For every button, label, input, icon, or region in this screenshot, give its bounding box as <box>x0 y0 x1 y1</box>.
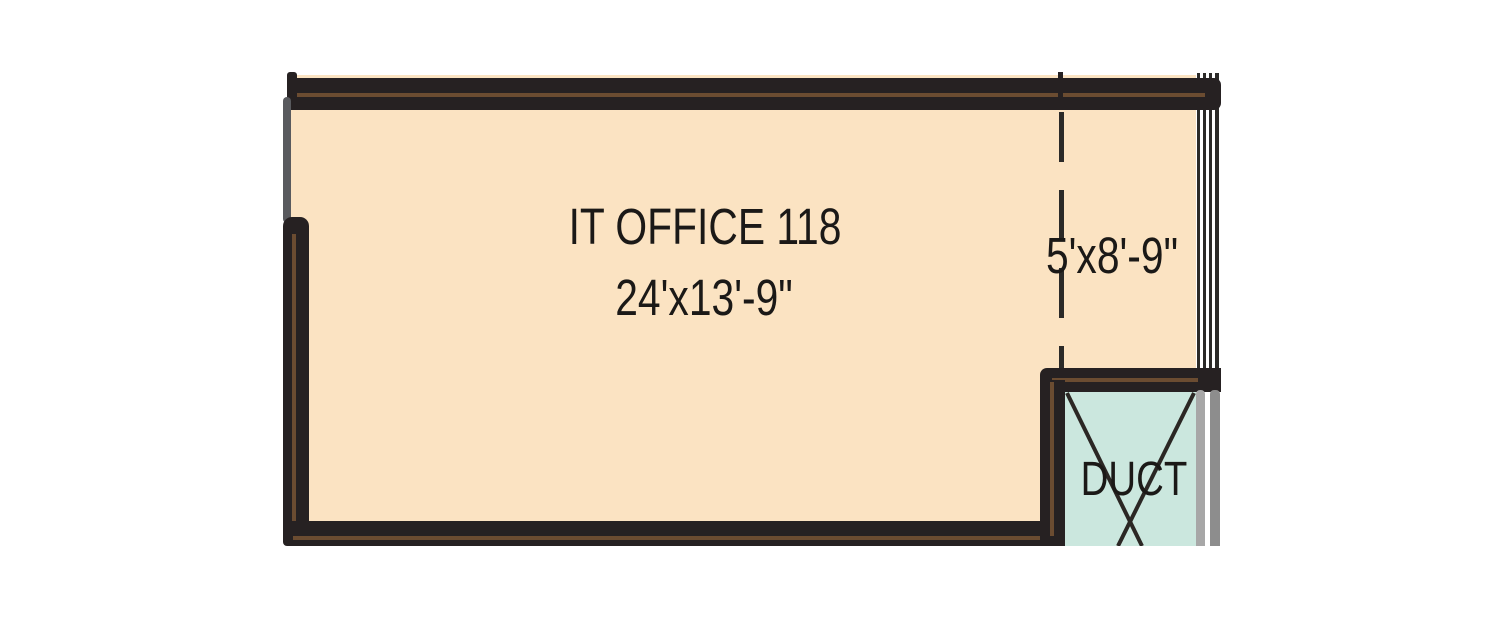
duct-left-wall-core-line <box>1050 382 1054 536</box>
bottom-wall <box>283 521 1065 546</box>
shaft-dimensions-label: 5'x8'-9" <box>1045 227 1179 284</box>
top-wall-core-line <box>297 93 1205 97</box>
wall-opening-line <box>283 97 291 223</box>
duct-cross-brace-icon <box>1065 392 1196 546</box>
dashed-centerline <box>1059 112 1064 368</box>
room-name-label: IT OFFICE 118 <box>568 198 842 255</box>
mullion-line <box>1209 73 1212 368</box>
top-wall-left-stub <box>287 72 297 96</box>
left-wall-core-line <box>292 234 296 536</box>
bottom-wall-core-line <box>293 536 1053 540</box>
mullion-line <box>1197 73 1200 368</box>
duct-side-rail-light <box>1196 390 1205 546</box>
duct-label: DUCT <box>1080 453 1188 506</box>
centerline-tick <box>1058 72 1063 110</box>
mullion-line <box>1203 73 1206 368</box>
duct-top-wall-core-line <box>1052 378 1198 382</box>
duct-side-rail-dark <box>1210 390 1220 546</box>
mullion-line <box>1215 73 1219 368</box>
room-dimensions-label: 24'x13'-9" <box>615 269 793 326</box>
left-wall <box>283 217 309 546</box>
